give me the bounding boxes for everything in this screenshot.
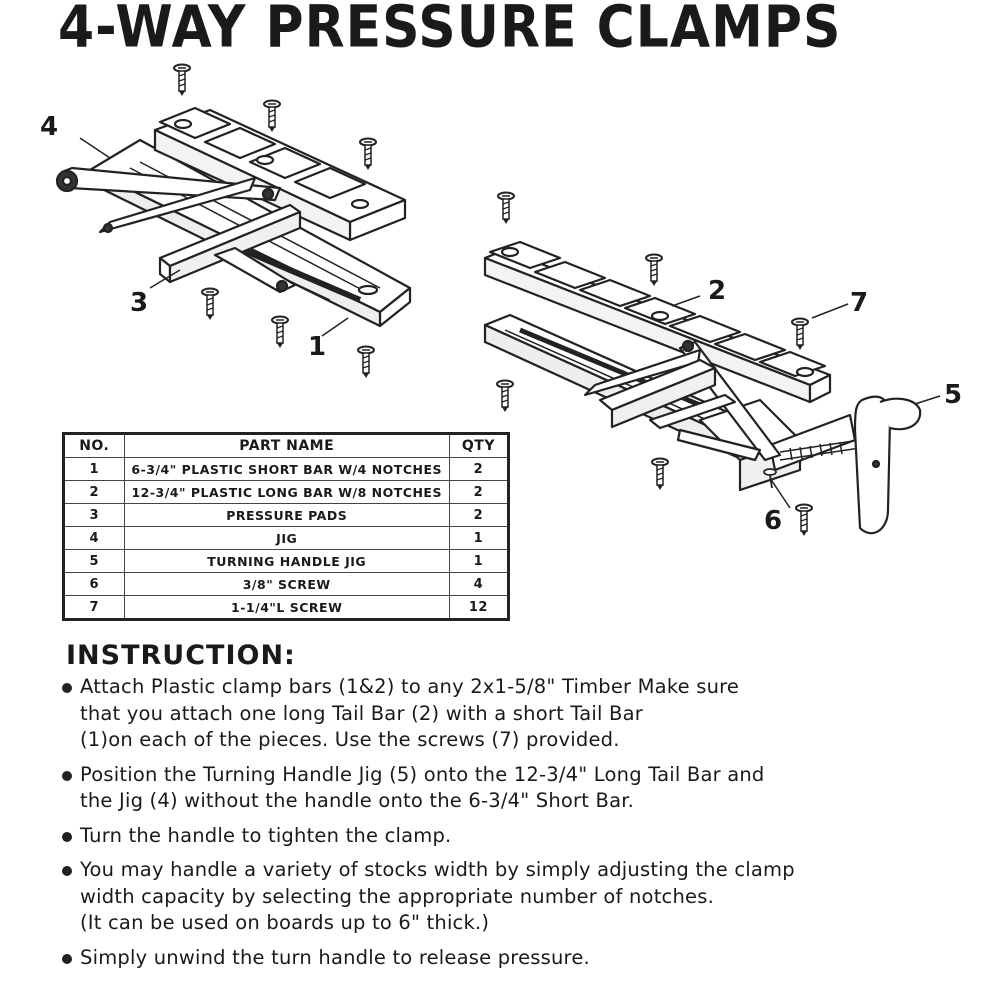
callout-7: 7 xyxy=(850,288,869,318)
cell-qty: 2 xyxy=(448,503,510,527)
cell-part-name: 3/8" SCREW xyxy=(123,572,450,596)
header-no: NO. xyxy=(63,433,125,458)
bullet-icon xyxy=(62,953,72,964)
cell-qty: 1 xyxy=(448,526,510,550)
callout-1: 1 xyxy=(308,332,327,362)
bullet-icon xyxy=(62,683,72,693)
instruction-step: Attach Plastic clamp bars (1&2) to any 2… xyxy=(60,674,960,754)
table-row: 1 6-3/4" PLASTIC SHORT BAR W/4 NOTCHES 2 xyxy=(63,457,510,481)
cell-no: 4 xyxy=(63,526,125,550)
instruction-step: Simply unwind the turn handle to release… xyxy=(60,945,960,972)
table-row: 3 PRESSURE PADS 2 xyxy=(63,503,510,527)
left-assembly xyxy=(55,106,412,328)
table-row: 6 3/8" SCREW 4 xyxy=(63,572,510,596)
callout-6: 6 xyxy=(764,506,783,536)
table-row: 4 JIG 1 xyxy=(63,526,510,550)
instruction-list: Attach Plastic clamp bars (1&2) to any 2… xyxy=(60,674,960,979)
instruction-line: Turn the handle to tighten the clamp. xyxy=(80,823,452,847)
instruction-heading: INSTRUCTION: xyxy=(66,640,296,671)
callout-5: 5 xyxy=(944,380,963,410)
cell-qty: 2 xyxy=(448,457,510,481)
callout-3: 3 xyxy=(130,288,149,318)
bullet-icon xyxy=(62,770,72,781)
cell-qty: 4 xyxy=(448,572,510,596)
cell-no: 1 xyxy=(63,457,125,481)
instruction-line: width capacity by selecting the appropri… xyxy=(80,884,714,908)
instruction-step: You may handle a variety of stocks width… xyxy=(60,857,960,937)
cell-part-name: PRESSURE PADS xyxy=(123,503,450,527)
cell-qty: 12 xyxy=(448,595,510,620)
header-part-name: PART NAME xyxy=(123,433,450,458)
instruction-step: Turn the handle to tighten the clamp. xyxy=(60,823,960,850)
cell-no: 2 xyxy=(63,480,125,504)
cell-no: 5 xyxy=(63,549,125,573)
instruction-line: that you attach one long Tail Bar (2) wi… xyxy=(80,701,643,725)
parts-table: NO. PART NAME QTY 1 6-3/4" PLASTIC SHORT… xyxy=(62,432,510,621)
bullet-icon xyxy=(62,866,72,876)
instruction-line: You may handle a variety of stocks width… xyxy=(80,858,795,881)
callout-4: 4 xyxy=(40,112,59,142)
cell-qty: 2 xyxy=(448,480,510,504)
bullet-icon xyxy=(62,831,72,842)
cell-part-name: 1-1/4"L SCREW xyxy=(123,595,450,620)
table-row: 5 TURNING HANDLE JIG 1 xyxy=(63,549,510,573)
table-header-row: NO. PART NAME QTY xyxy=(63,433,510,458)
right-assembly xyxy=(483,240,922,535)
instruction-step: Position the Turning Handle Jig (5) onto… xyxy=(60,762,960,815)
instruction-line: Simply unwind the turn handle to release… xyxy=(80,945,590,969)
table-row: 2 12-3/4" PLASTIC LONG BAR W/8 NOTCHES 2 xyxy=(63,480,510,504)
page-title: 4-WAY PRESSURE CLAMPS xyxy=(58,0,842,62)
instruction-line: (It can be used on boards up to 6" thick… xyxy=(80,911,490,934)
cell-no: 6 xyxy=(63,572,125,596)
exploded-assembly-diagram xyxy=(55,63,941,537)
cell-no: 7 xyxy=(63,595,125,620)
instruction-line: Attach Plastic clamp bars (1&2) to any 2… xyxy=(80,675,740,698)
cell-part-name: JIG xyxy=(123,526,450,550)
header-qty: QTY xyxy=(448,433,510,458)
cell-part-name: TURNING HANDLE JIG xyxy=(123,549,450,573)
callout-2: 2 xyxy=(708,276,727,306)
table-row: 7 1-1/4"L SCREW 12 xyxy=(63,595,510,620)
cell-part-name: 12-3/4" PLASTIC LONG BAR W/8 NOTCHES xyxy=(123,480,450,504)
instruction-line: Position the Turning Handle Jig (5) onto… xyxy=(80,762,765,786)
cell-part-name: 6-3/4" PLASTIC SHORT BAR W/4 NOTCHES xyxy=(123,457,450,481)
instruction-line: the Jig (4) without the handle onto the … xyxy=(80,789,635,812)
cell-qty: 1 xyxy=(448,549,510,573)
cell-no: 3 xyxy=(63,503,125,527)
instruction-line: (1)on each of the pieces. Use the screws… xyxy=(80,728,620,751)
